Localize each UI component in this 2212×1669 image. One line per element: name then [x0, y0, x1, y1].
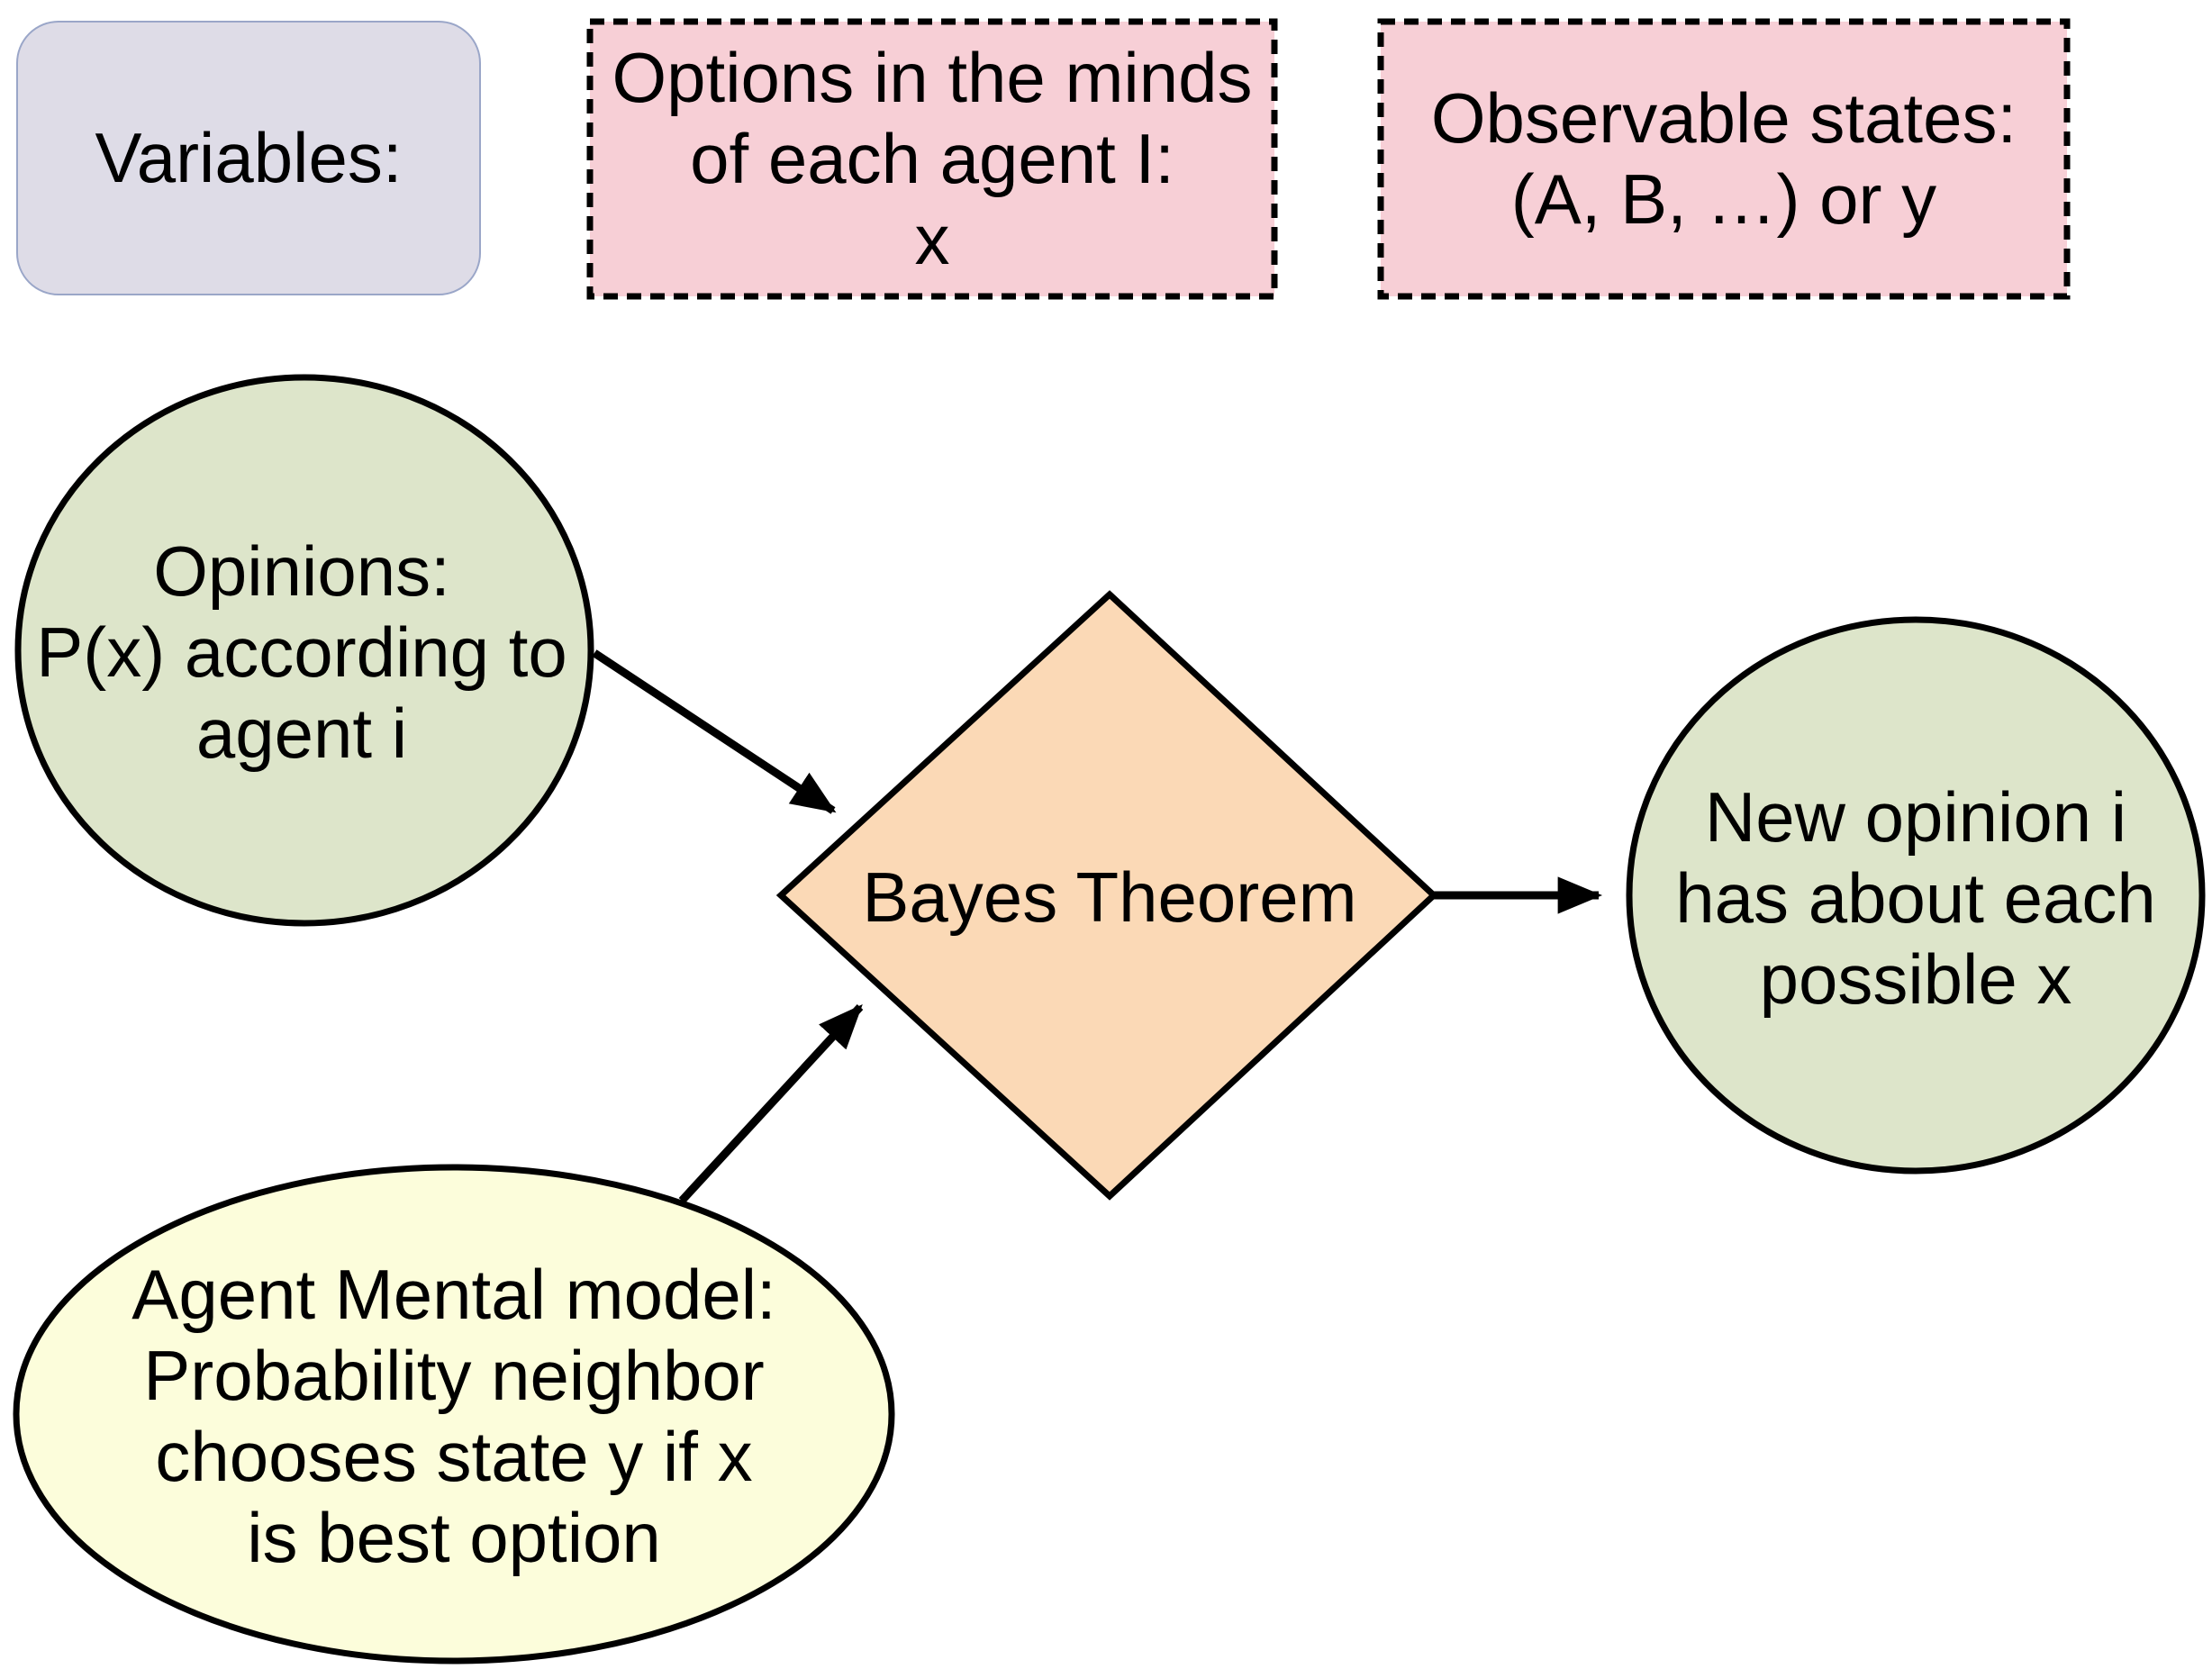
label-line: Bayes Theorem	[862, 857, 1356, 937]
label-line: Variables:	[95, 118, 402, 197]
node-new-opinion-shape	[1626, 616, 2206, 1175]
label-line: P(x) according to	[36, 612, 567, 692]
label-line: is best option	[247, 1498, 661, 1577]
legend-variables-label: Variables:	[95, 118, 402, 197]
label-line: Agent Mental model:	[131, 1255, 775, 1334]
legend-observable-shape	[1377, 18, 2071, 300]
legend-observable-label: Observable states:(A, B, …) or y	[1431, 78, 2017, 239]
label-line: of each agent I:	[690, 119, 1174, 198]
label-line: has about each	[1675, 858, 2155, 938]
legend-variables-box: Variables:	[16, 21, 481, 295]
node-opinions-shape	[14, 374, 594, 927]
arrow-mental-model-to-bayes	[678, 1003, 864, 1204]
label-line: Probability neighbor	[143, 1336, 764, 1415]
legend-observable-box: Observable states:(A, B, …) or y	[1377, 18, 2071, 300]
legend-options-shape	[586, 18, 1278, 300]
label-line: Opinions:	[153, 531, 450, 611]
label-line: (A, B, …) or y	[1511, 159, 1936, 239]
node-bayes-theorem: Bayes Theorem	[775, 590, 1439, 1201]
legend-variables-shape	[16, 21, 481, 295]
label-line: Options in the minds	[612, 38, 1252, 117]
node-mental-model-shape	[13, 1164, 895, 1664]
label-line: x	[915, 200, 950, 279]
arrow-opinions-to-bayes	[592, 649, 837, 814]
label-line: Observable states:	[1431, 78, 2017, 158]
label-line: New opinion i	[1705, 777, 2126, 857]
label-line: agent i	[196, 694, 407, 773]
label-line: chooses state y if x	[155, 1417, 752, 1496]
label-line: possible x	[1760, 939, 2072, 1019]
node-bayes-shape	[775, 590, 1439, 1201]
node-bayes-label: Bayes Theorem	[862, 857, 1356, 937]
